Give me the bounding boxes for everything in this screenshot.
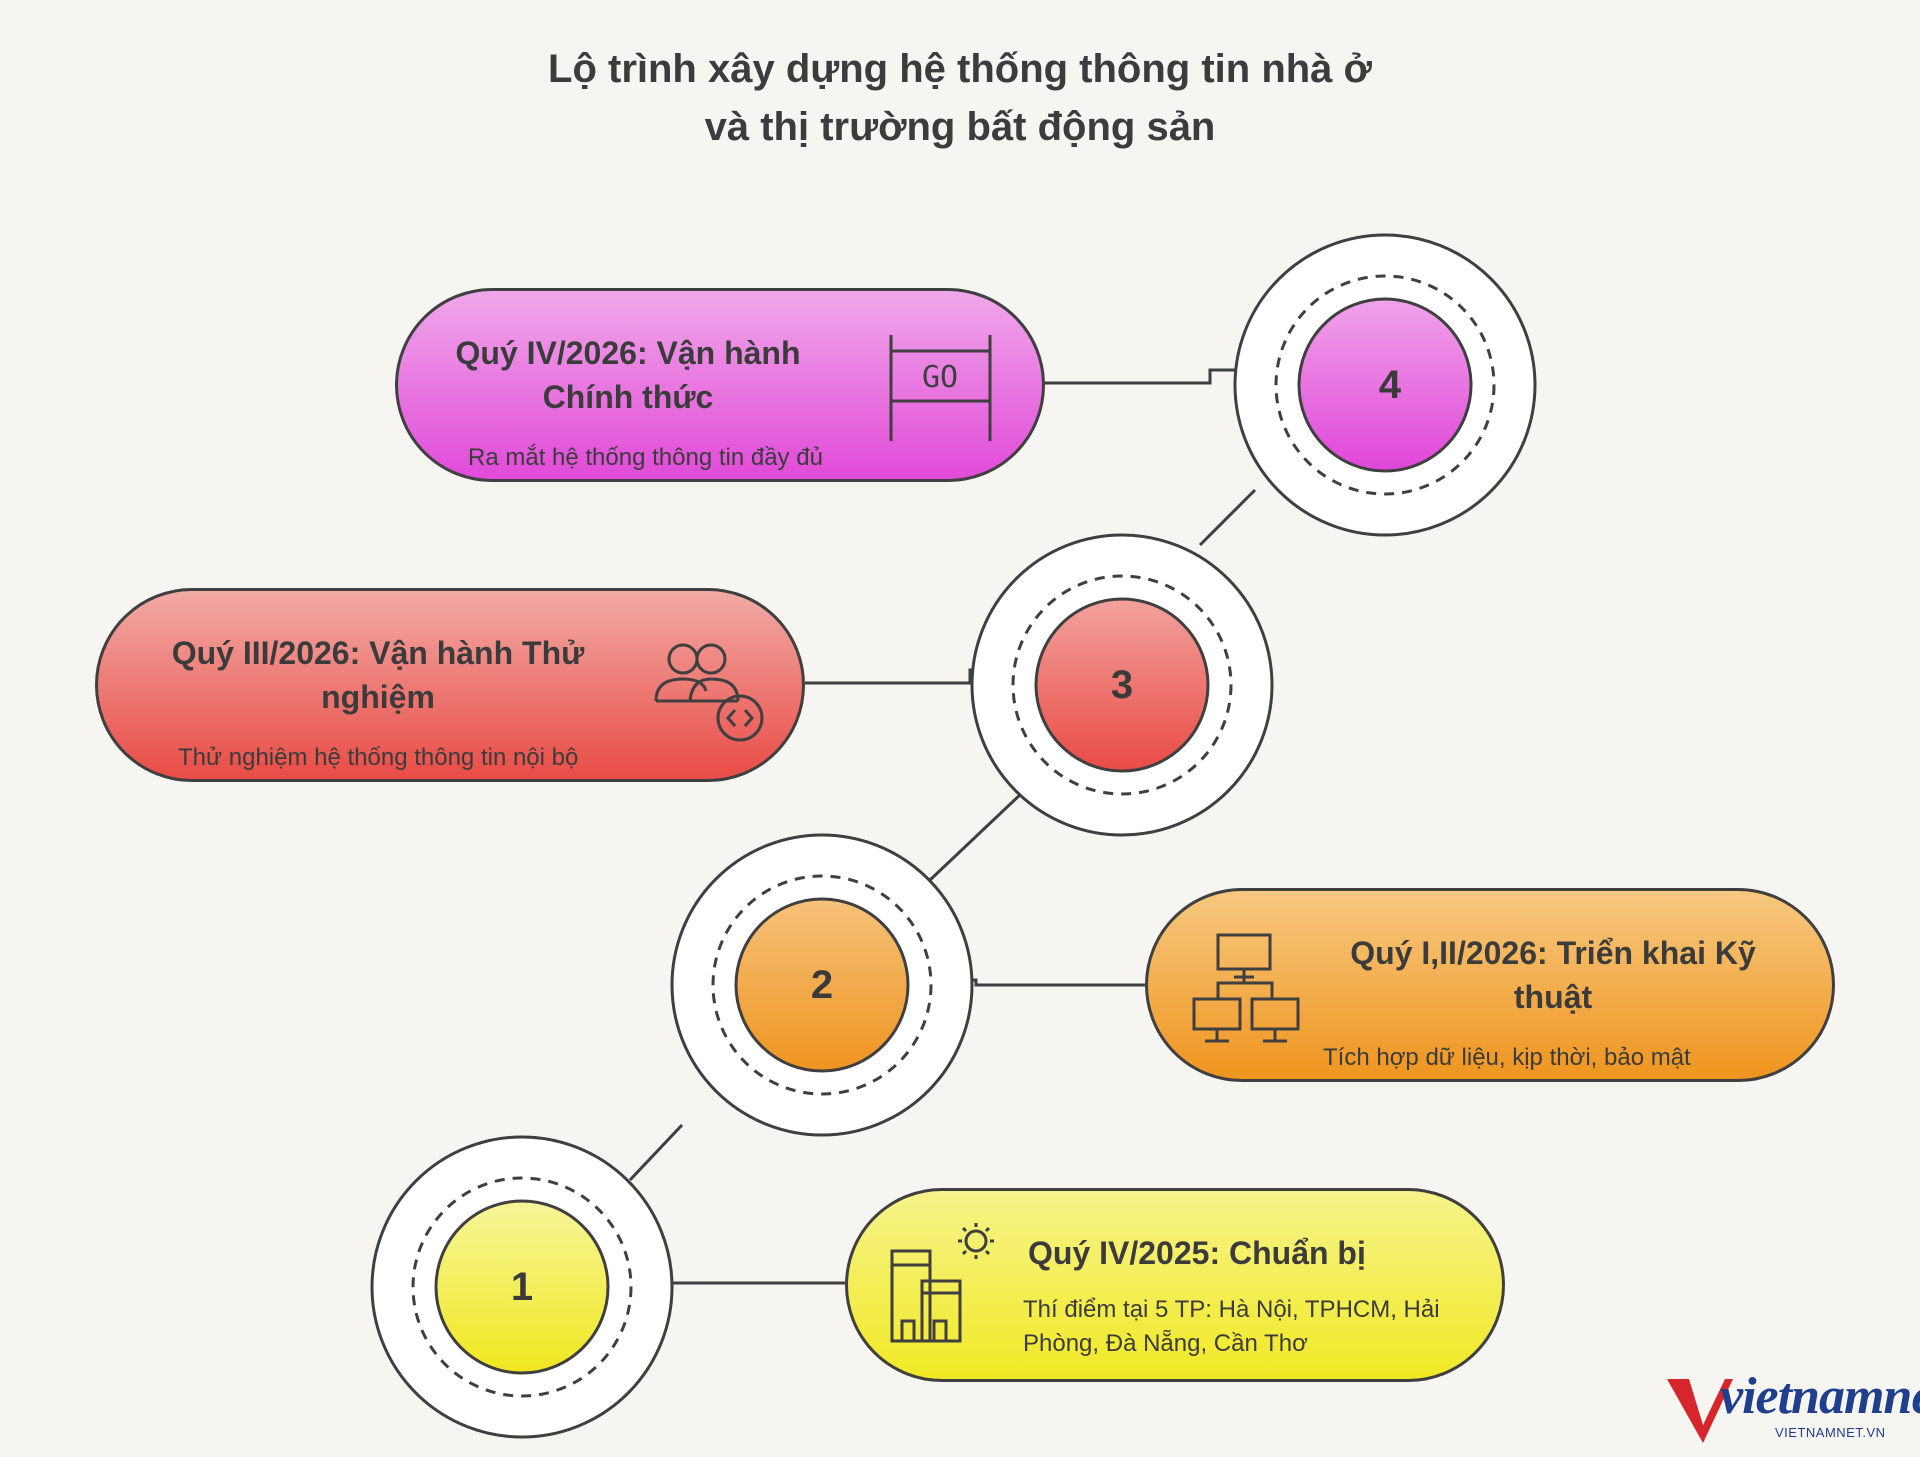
link-3-4 xyxy=(1198,488,1257,547)
stage-4-description: Ra mắt hệ thống thông tin đầy đủ xyxy=(468,444,823,471)
stage-1-description: Thí điểm tại 5 TP: Hà Nội, TPHCM, Hải Ph… xyxy=(1023,1296,1440,1357)
stage-2-description: Tích hợp dữ liệu, kịp thời, bảo mật xyxy=(1323,1044,1691,1071)
ring-1-dashed xyxy=(411,1176,633,1398)
link-1-2 xyxy=(628,1123,684,1182)
stage-2-title: Quý I,II/2026: Triển khai Kỹ thuật xyxy=(1350,935,1756,1015)
vietnamnet-v-mark-icon xyxy=(1667,1379,1733,1443)
go-sign-text: GO xyxy=(922,360,958,395)
logo-domain: VIETNAMNET.VN xyxy=(1775,1425,1886,1440)
stub-4 xyxy=(1045,368,1245,385)
node-3-number: 3 xyxy=(1110,663,1134,707)
stage-1-title: Quý IV/2025: Chuẩn bị xyxy=(1028,1235,1366,1271)
stage-card-4: Quý IV/2026: Vận hành Chính thức Ra mắt … xyxy=(395,288,1045,482)
vietnamnet-logo: vietnamnet VIETNAMNET.VN xyxy=(1665,1365,1920,1445)
page-title: Lộ trình xây dựng hệ thống thông tin nhà… xyxy=(0,40,1920,156)
ring-2-dashed xyxy=(711,874,933,1096)
stage-3-title: Quý III/2026: Vận hành Thử nghiệm xyxy=(171,635,585,715)
network-computers-icon xyxy=(1192,933,1300,1043)
stage-card-2: Quý I,II/2026: Triển khai Kỹ thuật Tích … xyxy=(1145,888,1835,1082)
node-2 xyxy=(734,897,910,1073)
stage-card-1: Quý IV/2025: Chuẩn bị Thí điểm tại 5 TP:… xyxy=(845,1188,1505,1382)
logo-wordmark: vietnamnet xyxy=(1720,1368,1920,1425)
node-4 xyxy=(1297,297,1473,473)
users-code-icon xyxy=(654,643,764,742)
node-3 xyxy=(1034,597,1210,773)
node-1-number: 1 xyxy=(510,1265,534,1309)
ring-3-dashed xyxy=(1011,574,1233,796)
title-line-1: Lộ trình xây dựng hệ thống thông tin nhà… xyxy=(548,47,1372,91)
stage-card-3: Quý III/2026: Vận hành Thử nghiệm Thử ng… xyxy=(95,588,805,782)
link-2-3 xyxy=(928,791,1024,882)
stage-3-description: Thử nghiệm hệ thống thông tin nội bộ xyxy=(178,744,579,771)
go-sign-icon: GO xyxy=(889,335,992,441)
stage-4-title: Quý IV/2026: Vận hành Chính thức xyxy=(455,335,801,415)
node-4-number: 4 xyxy=(1378,363,1402,407)
city-sun-icon xyxy=(890,1223,994,1343)
ring-4-dashed xyxy=(1274,274,1496,496)
title-line-2: và thị trường bất động sản xyxy=(704,105,1216,149)
node-2-number: 2 xyxy=(810,963,834,1007)
node-1 xyxy=(434,1199,610,1375)
